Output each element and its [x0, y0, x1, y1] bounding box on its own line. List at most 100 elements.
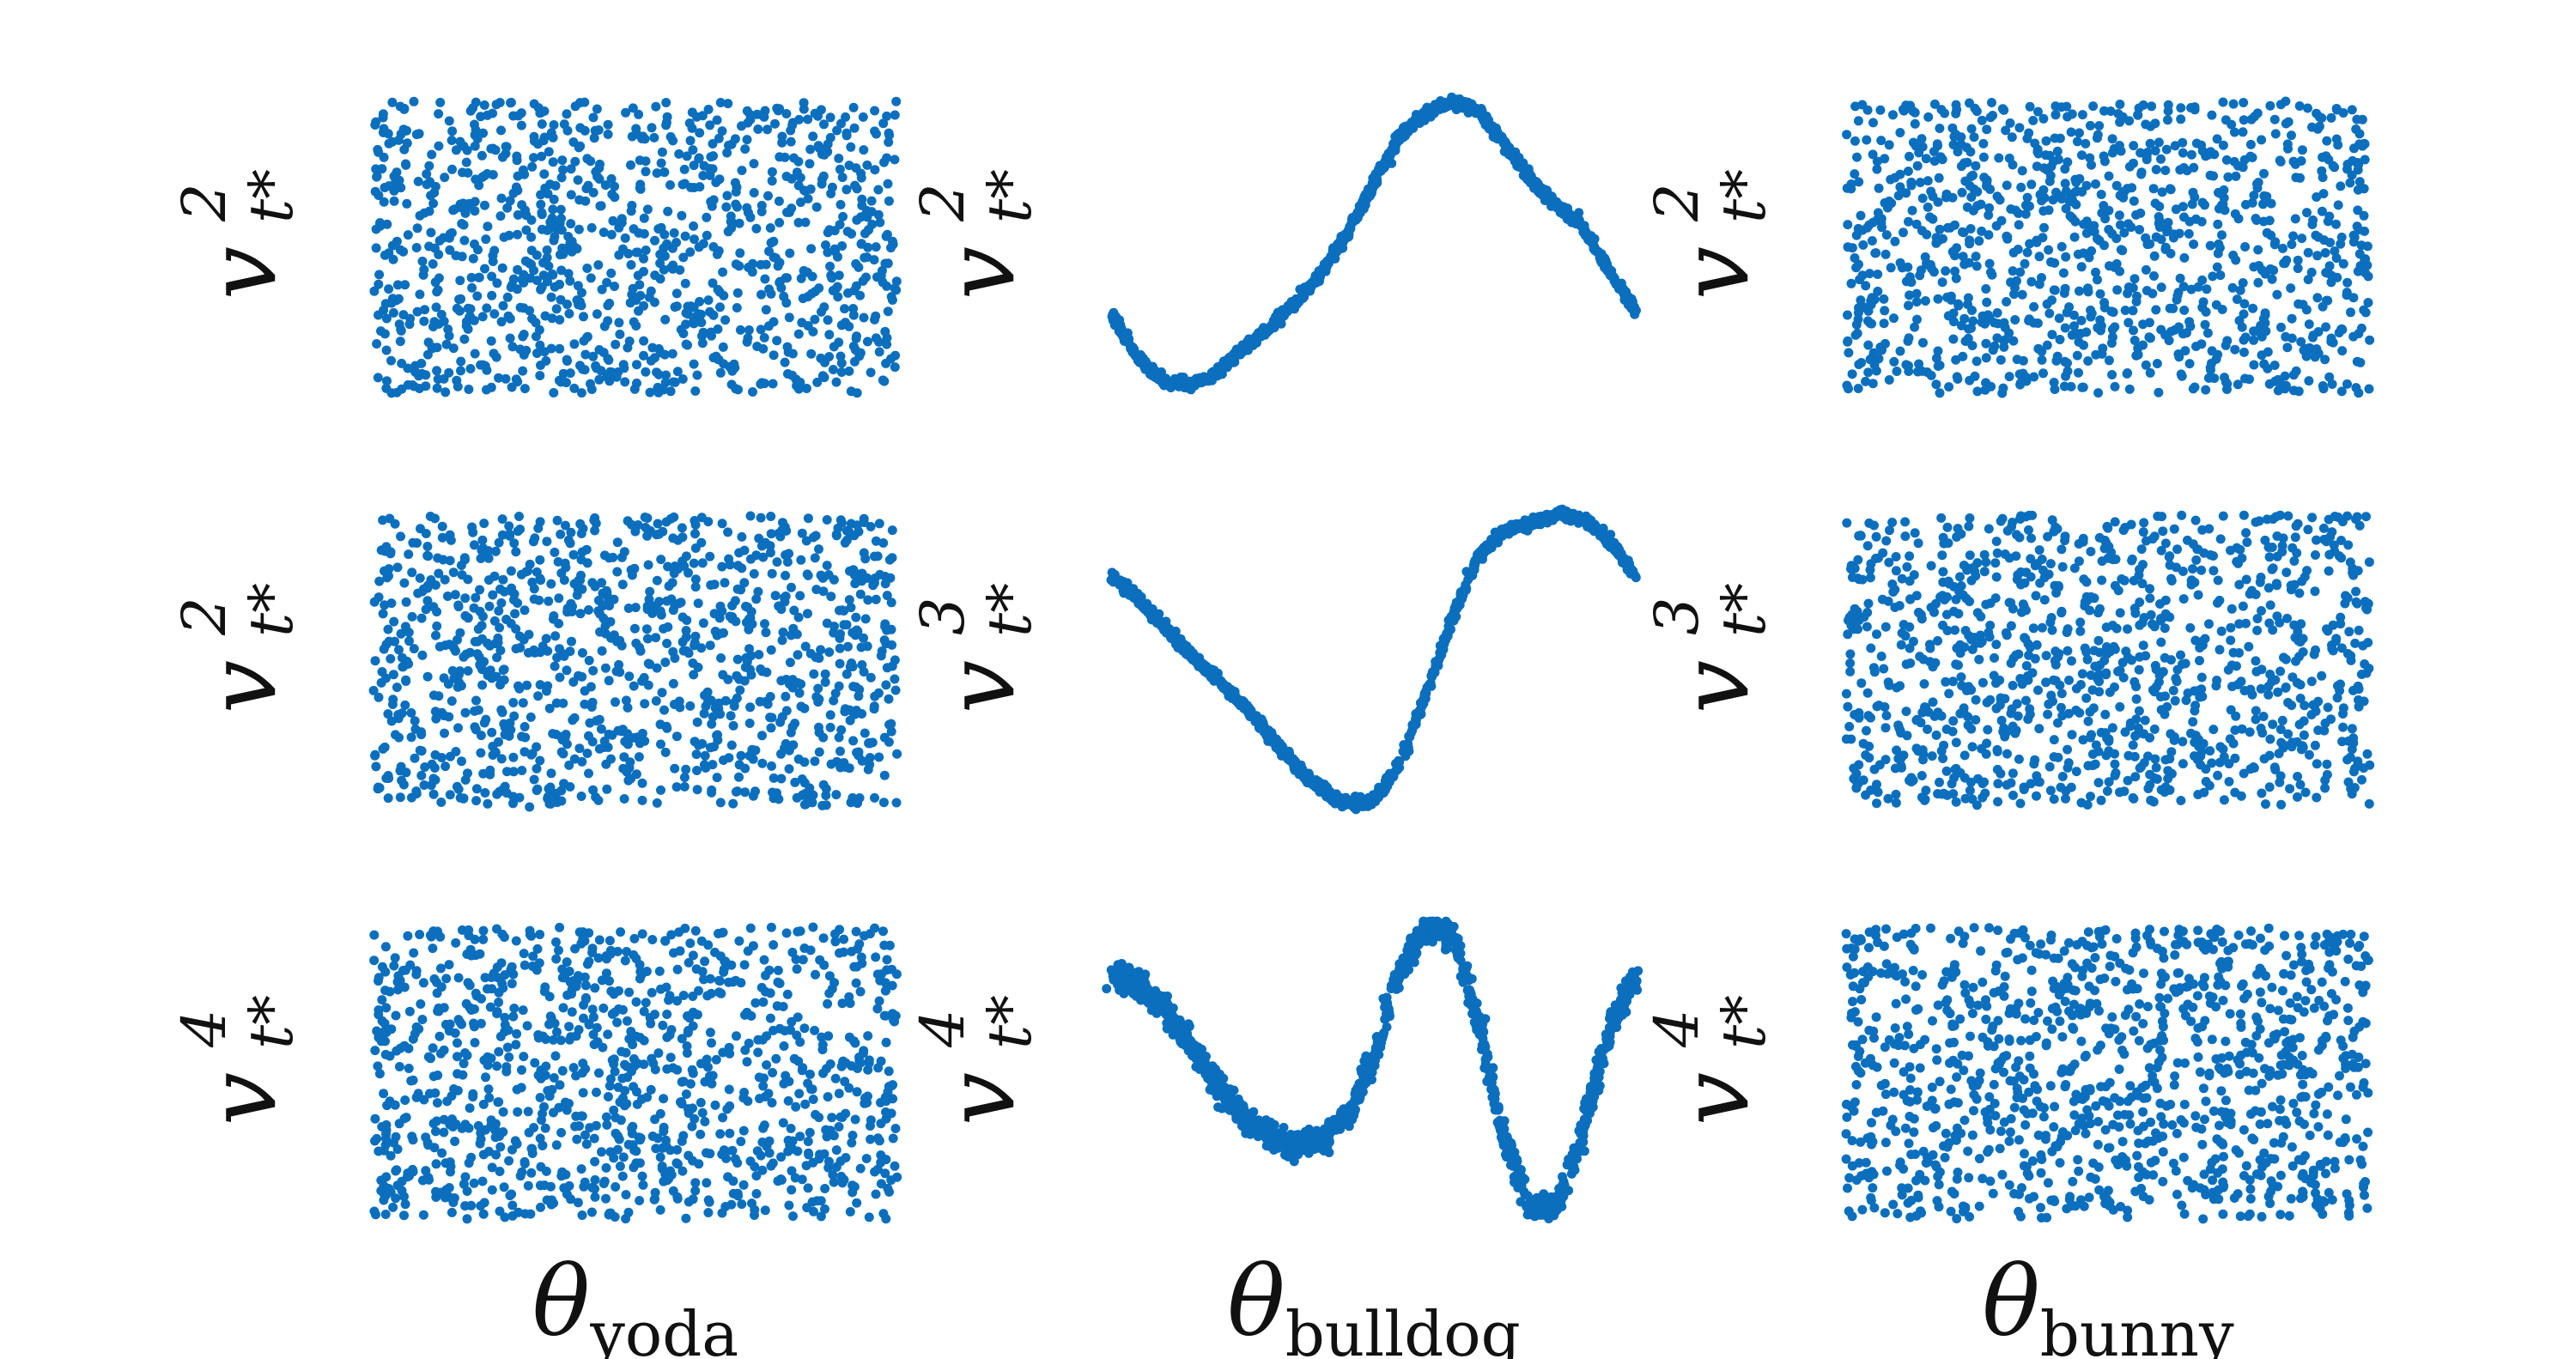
scatter-point: [821, 240, 830, 250]
scatter-point: [496, 125, 506, 136]
scatter-point: [456, 356, 466, 367]
scatter-point: [400, 965, 410, 975]
scatter-panel: [369, 96, 902, 398]
scatter-point: [472, 134, 483, 144]
scatter-point: [712, 249, 722, 259]
scatter-point: [844, 321, 854, 331]
scatter-point: [849, 123, 860, 133]
scatter-point: [787, 1166, 797, 1176]
scatter-point: [598, 588, 608, 598]
scatter-point: [626, 160, 635, 170]
scatter-point: [749, 159, 759, 169]
scatter-point: [852, 1087, 862, 1097]
scatter-point: [862, 252, 872, 263]
scatter-point: [602, 784, 612, 794]
scatter-point: [706, 988, 716, 998]
scatter-point: [652, 168, 662, 179]
scatter-point: [652, 367, 662, 378]
scatter-point: [506, 98, 516, 108]
scatter-point: [598, 228, 609, 238]
scatter-point: [631, 997, 641, 1007]
scatter-point: [696, 1129, 706, 1139]
scatter-point: [829, 695, 839, 706]
scatter-point: [486, 336, 496, 346]
scatter-point: [635, 1196, 645, 1205]
scatter-point: [428, 1043, 438, 1053]
scatter-point: [774, 196, 784, 206]
scatter-point: [444, 1183, 454, 1192]
scatter-point: [381, 345, 392, 355]
scatter-point: [660, 314, 671, 325]
scatter-point: [457, 756, 466, 767]
scatter-point: [574, 1025, 584, 1034]
scatter-point: [372, 1133, 382, 1144]
scatter-point: [601, 1162, 611, 1173]
scatter-point: [374, 279, 384, 289]
scatter-point: [441, 974, 452, 984]
scatter-point: [378, 609, 388, 619]
scatter-point: [428, 602, 439, 612]
scatter-point: [677, 210, 687, 221]
scatter-point: [432, 988, 442, 998]
scatter-point: [765, 223, 775, 233]
scatter-point: [601, 1193, 611, 1204]
scatter-point: [1339, 235, 1349, 246]
scatter-point: [499, 1182, 509, 1192]
scatter-point: [371, 117, 381, 127]
scatter-point: [703, 1062, 713, 1072]
scatter-point: [448, 567, 459, 578]
scatter-point: [557, 973, 568, 983]
scatter-point: [744, 208, 753, 218]
scatter-point: [468, 253, 478, 264]
scatter-point: [779, 1078, 789, 1089]
scatter-point: [707, 719, 717, 729]
scatter-point: [377, 667, 387, 676]
scatter-point: [631, 1146, 641, 1156]
scatter-point: [775, 258, 785, 268]
scatter-point: [619, 547, 629, 557]
scatter-point: [687, 1121, 697, 1131]
scatter-point: [676, 1097, 685, 1107]
scatter-point: [835, 220, 845, 230]
scatter-point: [829, 1177, 839, 1187]
scatter-point: [542, 537, 552, 547]
scatter-point: [615, 1097, 625, 1107]
scatter-point: [776, 1152, 787, 1162]
scatter-point: [780, 152, 790, 162]
scatter-point: [857, 576, 867, 586]
scatter-point: [880, 326, 890, 337]
scatter-point: [559, 575, 569, 585]
scatter-point: [583, 180, 593, 191]
scatter-point: [722, 191, 732, 201]
scatter-point: [635, 184, 646, 194]
scatter-point: [629, 1054, 639, 1064]
scatter-point: [446, 535, 456, 545]
scatter-point: [869, 704, 879, 714]
scatter-point: [764, 246, 774, 257]
scatter-point: [664, 581, 674, 592]
scatter-point: [394, 175, 404, 185]
scatter-point: [834, 154, 844, 163]
scatter-point: [513, 229, 522, 240]
scatter-point: [558, 1003, 568, 1013]
scatter-point: [478, 934, 489, 944]
scatter-point: [597, 975, 607, 986]
scatter-point: [859, 518, 869, 527]
scatter-point: [692, 766, 702, 775]
scatter-point: [864, 1055, 874, 1065]
scatter-point: [629, 949, 639, 960]
scatter-point: [788, 1211, 798, 1222]
scatter-point: [742, 337, 752, 347]
scatter-point: [833, 757, 843, 767]
scatter-point: [411, 243, 422, 252]
scatter-point: [590, 525, 600, 536]
scatter-point: [696, 1097, 706, 1107]
scatter-point: [592, 1087, 601, 1097]
scatter-point: [878, 798, 889, 808]
scatter-point: [574, 743, 585, 754]
scatter-point: [769, 773, 779, 783]
scatter-point: [697, 111, 708, 121]
scatter-point: [389, 1138, 398, 1148]
scatter-point: [660, 936, 671, 946]
scatter-point: [866, 1121, 875, 1131]
